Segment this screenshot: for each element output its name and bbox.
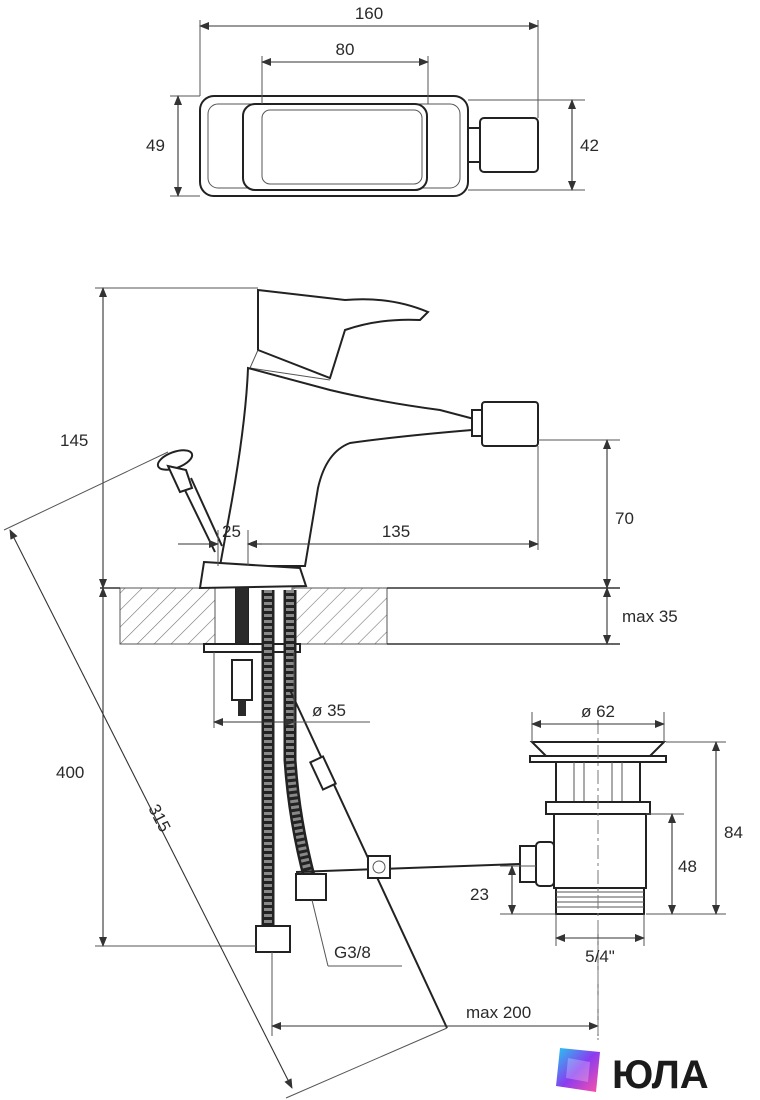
side-view: 145 70 max 35 25 135 ø 35 400 315 (3, 287, 678, 1099)
top-connector-knob (479, 117, 539, 173)
drain-side-connector (535, 841, 555, 887)
dim-spout-reach: 135 (382, 522, 410, 541)
dim-drain-diameter: ø 62 (581, 702, 615, 721)
mount-nut (231, 659, 253, 701)
drain-body (553, 813, 647, 889)
linkage-clamp (367, 855, 391, 879)
dim-top-width-total: 160 (355, 4, 383, 23)
side-spout-nozzle (481, 401, 539, 447)
dim-height-total: 145 (60, 431, 88, 450)
dim-base-offset: 25 (222, 522, 241, 541)
side-body (218, 366, 480, 567)
dim-top-depth-left: 49 (146, 136, 165, 155)
drain-side-nut (519, 845, 537, 883)
label-hose-thread: G3/8 (334, 943, 371, 962)
dim-top-width-lever: 80 (336, 40, 355, 59)
brand-name: ЮЛА (612, 1053, 709, 1097)
hose-nut-left (255, 925, 291, 953)
dim-drain-thread: 5/4" (585, 947, 615, 966)
dim-drain-body: 48 (678, 857, 697, 876)
drain-assembly: ø 62 84 48 23 5/4" (470, 702, 743, 1040)
dim-overall-below: 400 (56, 763, 84, 782)
dim-drain-connector: 23 (470, 885, 489, 904)
dim-spout-height: 70 (615, 509, 634, 528)
dim-top-depth-right: 42 (580, 136, 599, 155)
dim-drain-total: 84 (724, 823, 743, 842)
side-spout-neck (471, 409, 483, 437)
brand-logo: ЮЛА (556, 1048, 709, 1097)
top-connector-neck (467, 127, 481, 163)
side-lever (257, 288, 430, 380)
hose-nut-right (295, 873, 327, 901)
top-lever-outline (242, 103, 428, 191)
dim-max-rod-reach: max 200 (466, 1003, 531, 1022)
top-lever-inner (261, 109, 423, 185)
brand-logo-icon (556, 1048, 600, 1092)
dim-max-counter: max 35 (622, 607, 678, 626)
dim-hole-diameter: ø 35 (312, 701, 346, 720)
dim-rod-length: 315 (144, 801, 174, 835)
top-view: 160 80 49 42 (146, 4, 599, 197)
rod-sleeve (308, 755, 338, 791)
